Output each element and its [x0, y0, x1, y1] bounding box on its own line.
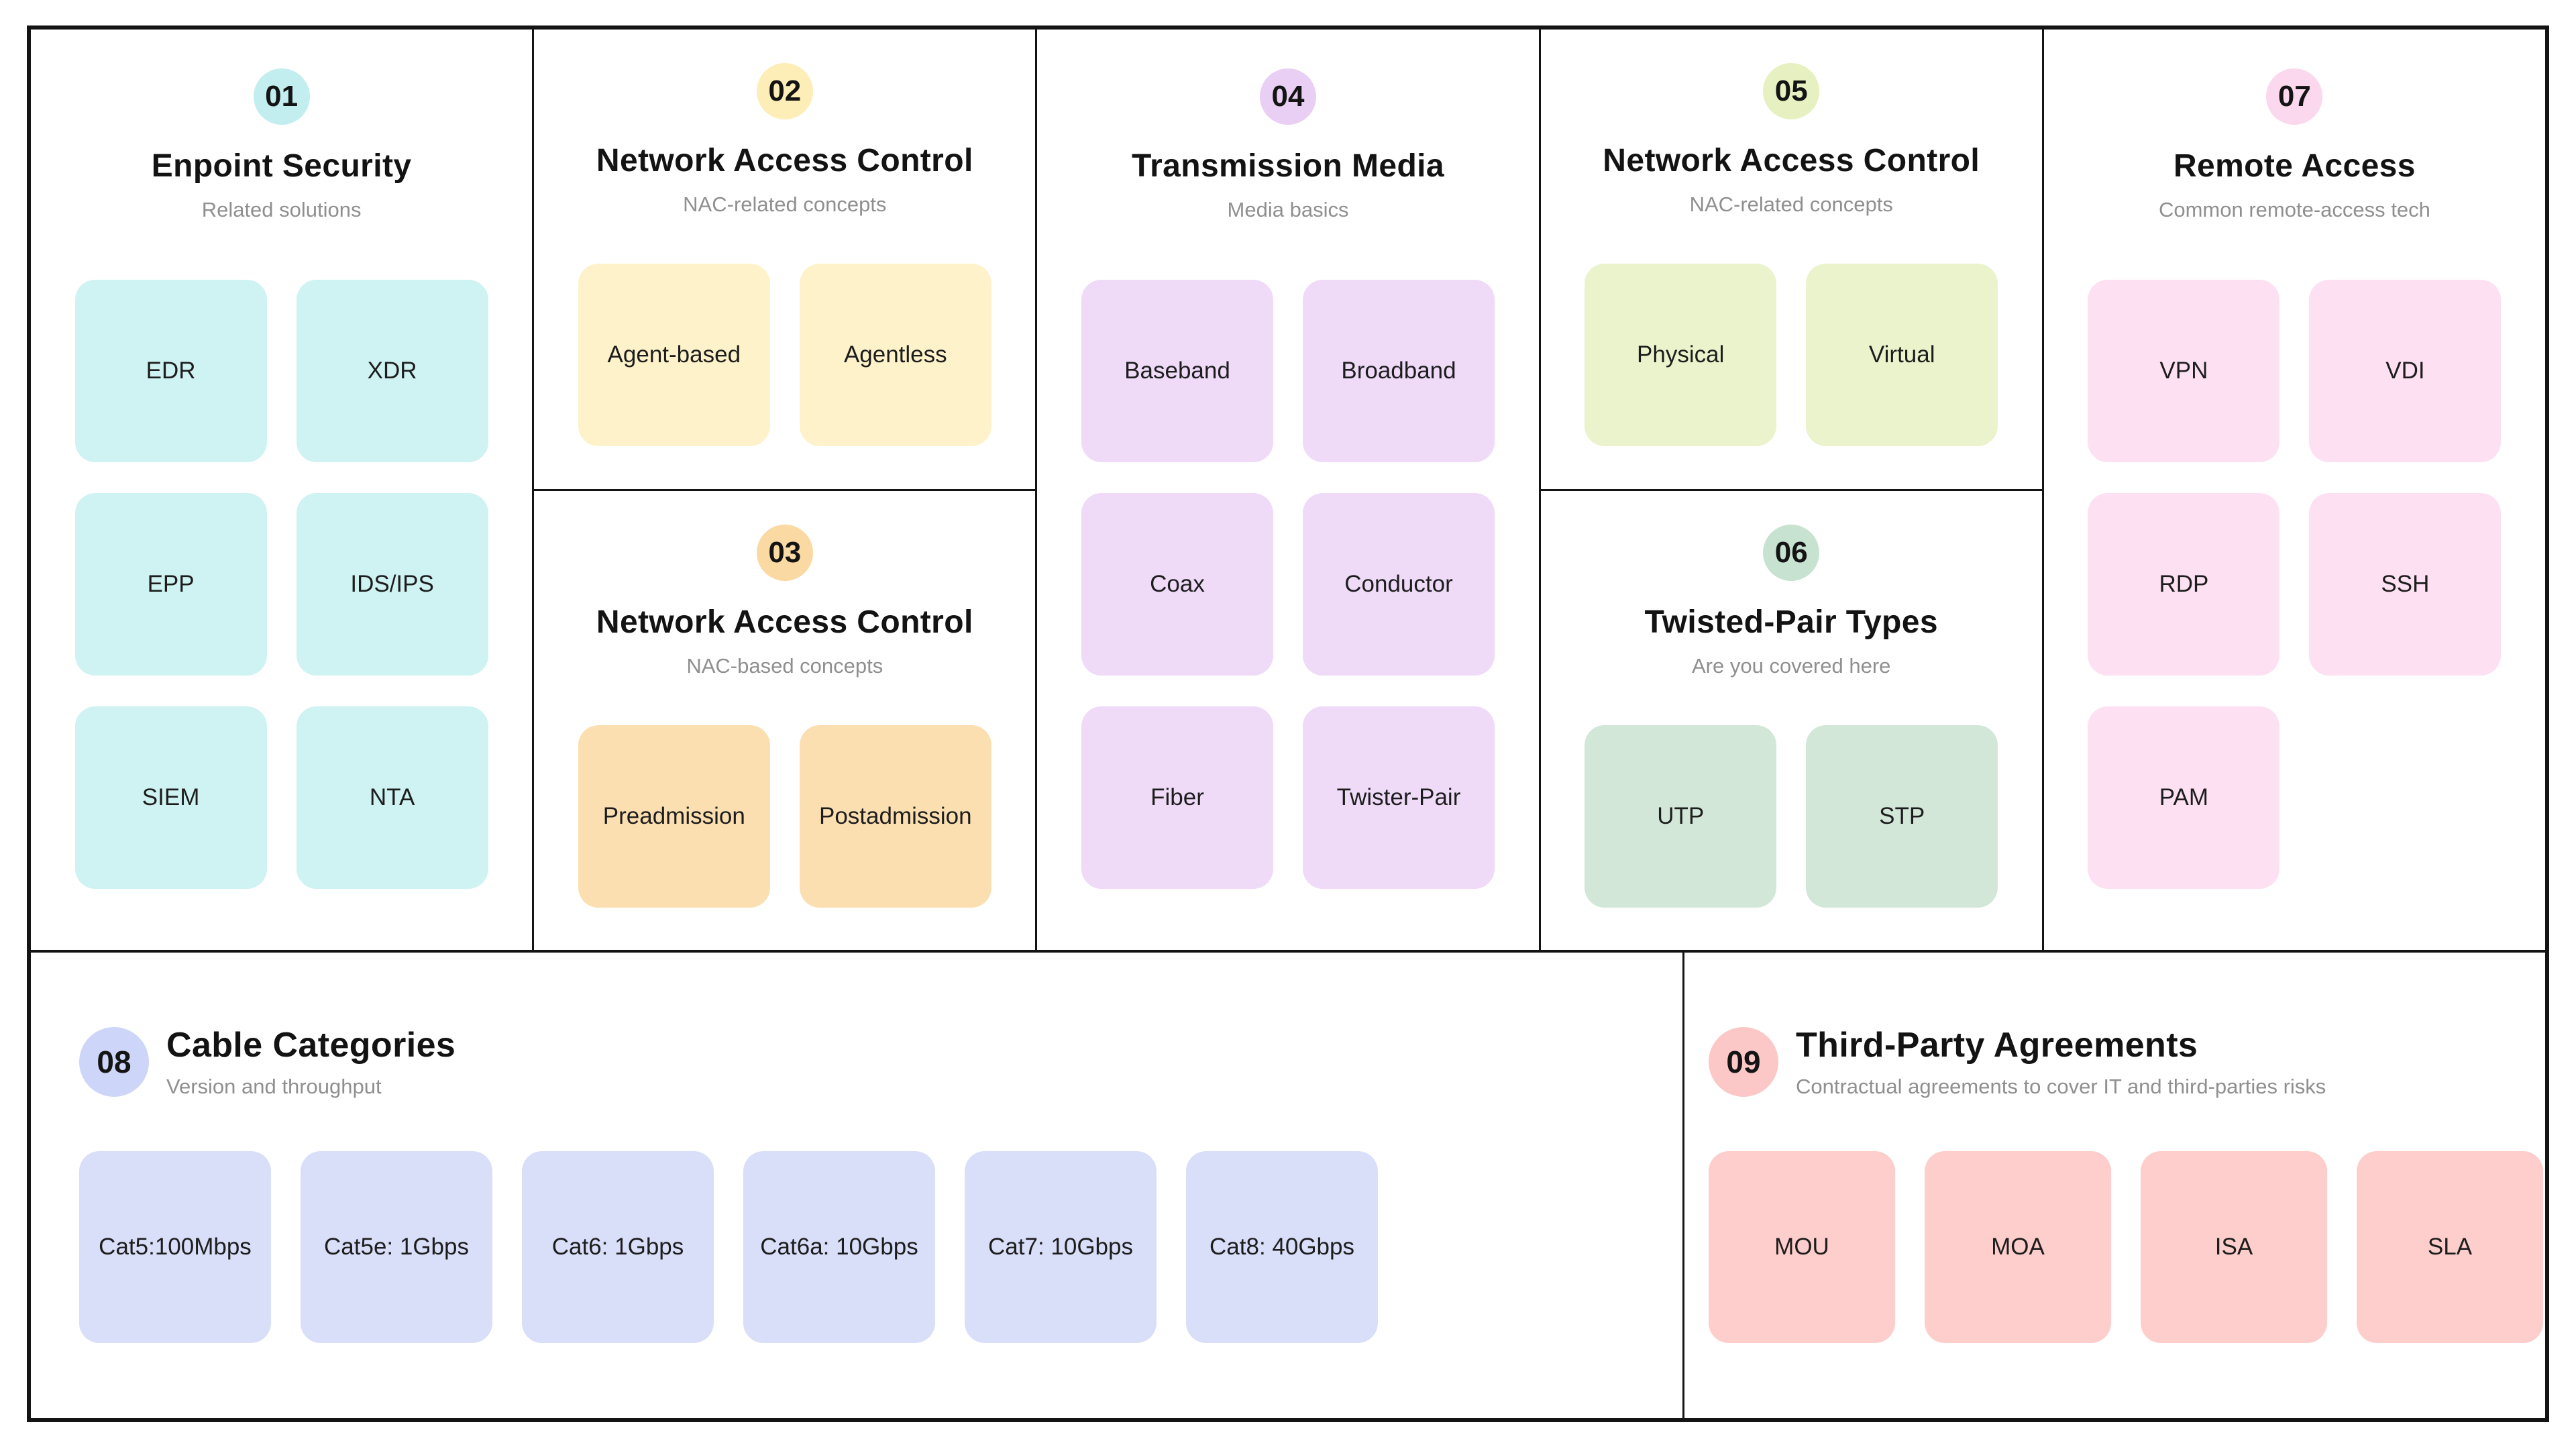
item-card: EDR [74, 280, 267, 462]
infographic-frame: 01 Enpoint Security Related solutions ED… [27, 25, 2549, 1422]
item-card: Physical [1585, 264, 1777, 446]
item-card: VDI [2309, 280, 2502, 462]
item-card: NTA [296, 706, 488, 889]
section-subtitle: Version and throughput [166, 1075, 382, 1098]
section-number-badge: 08 [79, 1027, 149, 1097]
item-card: MOU [1709, 1151, 1895, 1343]
section-title: Enpoint Security [151, 148, 412, 184]
column-4: 05 Network Access Control NAC-related co… [1540, 30, 2044, 951]
section-number-badge: 03 [756, 524, 813, 581]
section-02-network-access-control: 02 Network Access Control NAC-related co… [534, 30, 1036, 491]
section-07-remote-access: 07 Remote Access Common remote-access te… [2044, 30, 2545, 950]
section-03-network-access-control: 03 Network Access Control NAC-based conc… [534, 491, 1035, 951]
item-card: SIEM [74, 706, 267, 889]
section-number-badge: 01 [253, 68, 310, 125]
item-card: VPN [2088, 280, 2280, 462]
section-09-third-party-agreements: 09 Third-Party Agreements Contractual ag… [1684, 953, 2545, 1418]
item-card: Fiber [1081, 706, 1273, 889]
section-titles: Cable Categories Version and throughput [166, 1025, 455, 1099]
item-card: MOA [1925, 1151, 2111, 1343]
item-card: Twister-Pair [1303, 706, 1495, 889]
section-subtitle: Are you covered here [1692, 653, 1891, 678]
item-card: PAM [2088, 706, 2280, 889]
section-header: 09 Third-Party Agreements Contractual ag… [1709, 1025, 2545, 1099]
item-card: Cat7: 10Gbps [965, 1151, 1157, 1343]
section-number-badge: 07 [2266, 68, 2323, 125]
top-row: 01 Enpoint Security Related solutions ED… [31, 30, 2545, 953]
column-2: 02 Network Access Control NAC-related co… [534, 30, 1038, 951]
item-card: UTP [1585, 724, 1777, 908]
section-01-endpoint-security: 01 Enpoint Security Related solutions ED… [31, 30, 535, 950]
section-title: Cable Categories [166, 1026, 456, 1065]
item-card: XDR [296, 280, 488, 462]
bottom-row: 08 Cable Categories Version and throughp… [31, 953, 2545, 1418]
section-header: 03 Network Access Control NAC-based conc… [534, 491, 1035, 678]
section-header: 05 Network Access Control NAC-related co… [1541, 30, 2042, 217]
item-card: ISA [2141, 1151, 2327, 1343]
item-card: Conductor [1303, 493, 1495, 676]
section-08-cable-categories: 08 Cable Categories Version and throughp… [31, 953, 1684, 1418]
item-card: Postadmission [799, 724, 991, 908]
section-06-twisted-pair-types: 06 Twisted-Pair Types Are you covered he… [1541, 491, 2042, 951]
item-card: EPP [74, 493, 267, 676]
section-04-transmission-media: 04 Transmission Media Media basics Baseb… [1037, 30, 1541, 950]
item-card: Preadmission [578, 724, 770, 908]
section-number-badge: 09 [1709, 1027, 1778, 1097]
item-card: Agent-based [578, 264, 770, 446]
section-subtitle: Contractual agreements to cover IT and t… [1796, 1075, 2326, 1098]
section-header: 08 Cable Categories Version and throughp… [79, 1025, 1682, 1099]
section-header: 01 Enpoint Security Related solutions [31, 30, 532, 222]
item-card: Agentless [799, 264, 991, 446]
section-subtitle: Related solutions [201, 198, 362, 221]
section-titles: Third-Party Agreements Contractual agree… [1796, 1025, 2326, 1099]
item-card: Broadband [1303, 280, 1495, 462]
section-subtitle: NAC-related concepts [1689, 193, 1893, 216]
section-header: 04 Transmission Media Media basics [1037, 30, 1538, 222]
section-title: Third-Party Agreements [1796, 1026, 2198, 1065]
section-subtitle: Media basics [1227, 198, 1349, 221]
section-header: 02 Network Access Control NAC-related co… [534, 30, 1035, 217]
item-card: Coax [1081, 493, 1273, 676]
section-number-badge: 06 [1763, 524, 1820, 581]
section-title: Remote Access [2173, 148, 2416, 184]
section-05-network-access-control: 05 Network Access Control NAC-related co… [1540, 30, 2042, 491]
section-title: Network Access Control [596, 143, 973, 178]
section-title: Network Access Control [596, 604, 973, 640]
section-subtitle: NAC-based concepts [686, 653, 883, 678]
item-card: Cat5e: 1Gbps [301, 1151, 492, 1343]
item-card: SSH [2309, 493, 2502, 676]
item-card: Baseband [1081, 280, 1273, 462]
item-card: Cat5:100Mbps [79, 1151, 271, 1343]
section-number-badge: 04 [1260, 68, 1316, 125]
item-card: Cat6: 1Gbps [522, 1151, 714, 1343]
section-number-badge: 02 [756, 63, 813, 119]
item-card: Virtual [1806, 264, 1998, 446]
section-header: 07 Remote Access Common remote-access te… [2044, 30, 2545, 222]
section-subtitle: NAC-related concepts [683, 193, 887, 216]
item-card: IDS/IPS [296, 493, 488, 676]
item-card: RDP [2088, 493, 2280, 676]
item-card: Cat8: 40Gbps [1186, 1151, 1378, 1343]
section-title: Twisted-Pair Types [1644, 604, 1938, 640]
section-title: Network Access Control [1603, 143, 1980, 178]
section-header: 06 Twisted-Pair Types Are you covered he… [1541, 491, 2042, 678]
item-card: SLA [2357, 1151, 2543, 1343]
item-card: STP [1806, 724, 1998, 908]
item-card: Cat6a: 10Gbps [743, 1151, 935, 1343]
section-number-badge: 05 [1763, 63, 1820, 119]
section-subtitle: Common remote-access tech [2158, 198, 2430, 221]
section-title: Transmission Media [1132, 148, 1445, 184]
